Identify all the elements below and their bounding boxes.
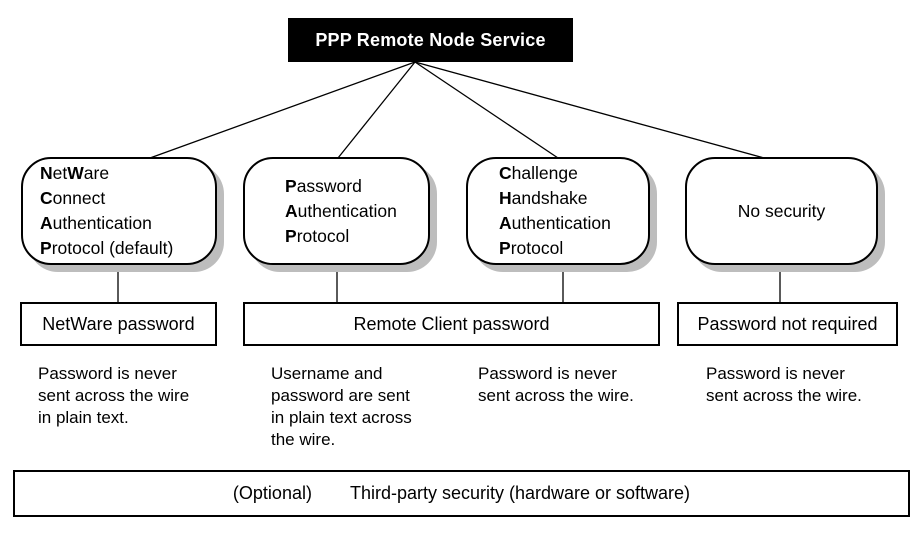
diagram-title-label: PPP Remote Node Service [315, 29, 546, 50]
fan-line-ncap [149, 61, 416, 159]
password-box-remote-client: Remote Client password [243, 302, 660, 346]
description-nosec: Password is never sent across the wire. [706, 364, 862, 405]
protocol-box-line: Authentication [499, 213, 611, 233]
description-chap: Password is never sent across the wire. [478, 364, 634, 405]
protocol-box-line: Protocol (default) [40, 238, 174, 258]
optional-prefix: (Optional) [232, 483, 312, 503]
diagram-title: PPP Remote Node Service [288, 18, 573, 62]
fan-line-pap [337, 61, 416, 159]
protocol-box-line: Connect [40, 188, 106, 208]
protocol-box-line: Authentication [285, 200, 397, 221]
optional-label: Third-party security (hardware or softwa… [349, 483, 691, 503]
password-box-not-required-label: Password not required [697, 313, 878, 334]
fan-line-nosec [414, 61, 765, 159]
protocol-box-line: Protocol [285, 225, 350, 246]
password-box-remote-client-label: Remote Client password [353, 313, 550, 334]
fan-line-chap [414, 61, 559, 159]
protocol-box-no-security: No security [685, 157, 878, 265]
protocol-box-line: NetWare [40, 163, 110, 183]
protocol-box-line: Protocol [499, 238, 564, 258]
protocol-box-line: Authentication [40, 213, 152, 233]
protocol-box-line: No security [737, 200, 826, 221]
password-box-not-required: Password not required [677, 302, 898, 346]
protocol-box-line: Handshake [499, 188, 588, 208]
password-box-netware: NetWare password [20, 302, 217, 346]
protocol-box-line: Password [285, 175, 362, 196]
protocol-box-line: Challenge [499, 163, 578, 183]
optional-security-box: (Optional) Third-party security (hardwar… [13, 470, 910, 517]
description-ncap: Password is never sent across the wire i… [38, 364, 190, 427]
password-box-netware-label: NetWare password [42, 313, 195, 334]
description-pap: Username and password are sent in plain … [271, 364, 412, 449]
